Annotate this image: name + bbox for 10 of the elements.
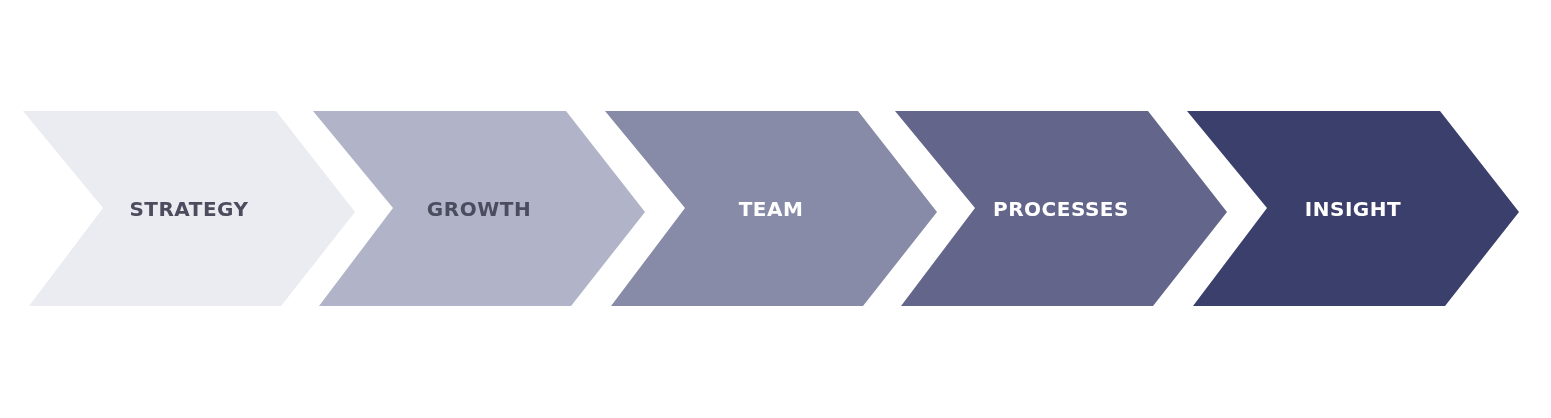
chevron-step (605, 111, 937, 306)
step-label: INSIGHT (1304, 196, 1402, 221)
step-label: PROCESSES (993, 196, 1129, 221)
step-label: GROWTH (426, 196, 532, 221)
chevron-step (313, 111, 645, 306)
chevron-step (23, 111, 355, 306)
step-label: STRATEGY (129, 196, 249, 221)
chevron-step (1187, 111, 1519, 306)
chevron-step (895, 111, 1227, 306)
step-label: TEAM (738, 196, 804, 221)
